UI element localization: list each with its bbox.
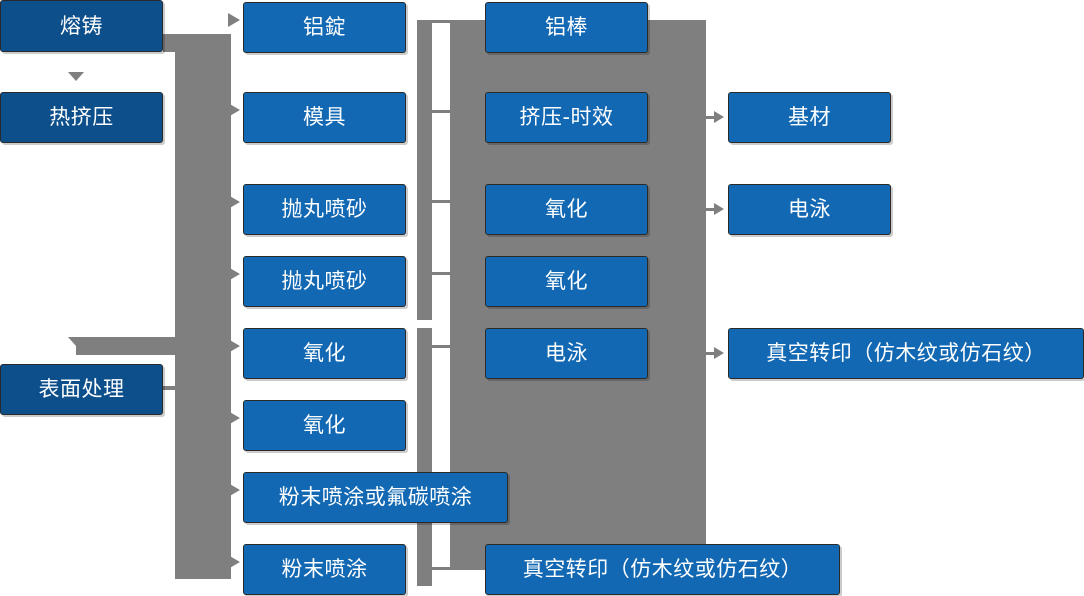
node-step-oxidation-1[interactable]: 氧化 bbox=[243, 328, 406, 379]
arrow-to-output-vacuum-line bbox=[706, 352, 718, 355]
node-stage-extrusion[interactable]: 热挤压 bbox=[0, 92, 163, 143]
connector-bridge-surface-top bbox=[76, 337, 186, 355]
slot-white-4 bbox=[432, 275, 450, 345]
arrow-to-output-electro-icon bbox=[714, 203, 724, 215]
connector-trunk-left bbox=[175, 34, 231, 579]
connector-stub-melting bbox=[163, 34, 183, 52]
node-proc-oxidation-1[interactable]: 氧化 bbox=[485, 184, 648, 235]
node-proc-oxidation-2[interactable]: 氧化 bbox=[485, 256, 648, 307]
arrow-to-die-icon bbox=[228, 103, 240, 117]
tick-vacuum-line bbox=[432, 567, 450, 570]
arrow-to-output-electro-line bbox=[706, 208, 718, 211]
arrow-to-shotblast-2-icon bbox=[228, 267, 240, 281]
node-step-powder[interactable]: 粉末喷涂 bbox=[243, 544, 406, 595]
arrow-to-shotblast-1-icon bbox=[228, 195, 240, 209]
node-step-ingot[interactable]: 铝錠 bbox=[243, 2, 406, 53]
node-proc-bar[interactable]: 铝棒 bbox=[485, 2, 648, 53]
node-out-substrate[interactable]: 基材 bbox=[728, 92, 891, 143]
node-proc-vacuum-transfer[interactable]: 真空转印（仿木纹或仿石纹） bbox=[485, 544, 840, 595]
connector-stub-surface bbox=[163, 386, 185, 390]
node-stage-melting[interactable]: 熔铸 bbox=[0, 0, 163, 52]
slot-white-2 bbox=[432, 113, 450, 200]
arrow-to-output-vacuum-icon bbox=[714, 347, 724, 359]
node-step-die[interactable]: 模具 bbox=[243, 92, 406, 143]
arrow-to-powder-fluoro-icon bbox=[228, 483, 240, 497]
arrow-to-oxidation-2-icon bbox=[228, 411, 240, 425]
node-step-shotblast-1[interactable]: 抛丸喷砂 bbox=[243, 184, 406, 235]
tick-oxidation-2-line bbox=[432, 272, 450, 275]
node-proc-extrude-age[interactable]: 挤压-时效 bbox=[485, 92, 648, 143]
slot-white-1 bbox=[432, 23, 450, 110]
tick-oxidation-1-line bbox=[432, 200, 450, 203]
slot-white-5 bbox=[432, 348, 450, 567]
arrow-to-powder-icon bbox=[228, 555, 240, 569]
node-out-electro[interactable]: 电泳 bbox=[728, 184, 891, 235]
tick-bar-line bbox=[432, 20, 450, 23]
arrow-to-oxidation-1-icon bbox=[228, 339, 240, 353]
tick-electro-line bbox=[432, 345, 450, 348]
connector-marker-extrusion bbox=[68, 72, 84, 81]
tick-extrude-line bbox=[432, 110, 450, 113]
connector-rail-middle-a bbox=[417, 20, 432, 320]
node-step-shotblast-2[interactable]: 抛丸喷砂 bbox=[243, 256, 406, 307]
node-step-powder-fluoro[interactable]: 粉末喷涂或氟碳喷涂 bbox=[243, 472, 508, 523]
node-proc-electro[interactable]: 电泳 bbox=[485, 328, 648, 379]
node-step-oxidation-2[interactable]: 氧化 bbox=[243, 400, 406, 451]
node-stage-surface[interactable]: 表面处理 bbox=[0, 364, 163, 415]
arrow-to-substrate-line bbox=[706, 116, 718, 119]
slot-white-3 bbox=[432, 203, 450, 272]
node-out-vacuum-transfer[interactable]: 真空转印（仿木纹或仿石纹） bbox=[728, 328, 1084, 379]
arrow-to-ingot-icon bbox=[228, 13, 240, 27]
arrow-to-substrate-icon bbox=[714, 111, 724, 123]
connector-rail-middle-b bbox=[417, 328, 432, 586]
